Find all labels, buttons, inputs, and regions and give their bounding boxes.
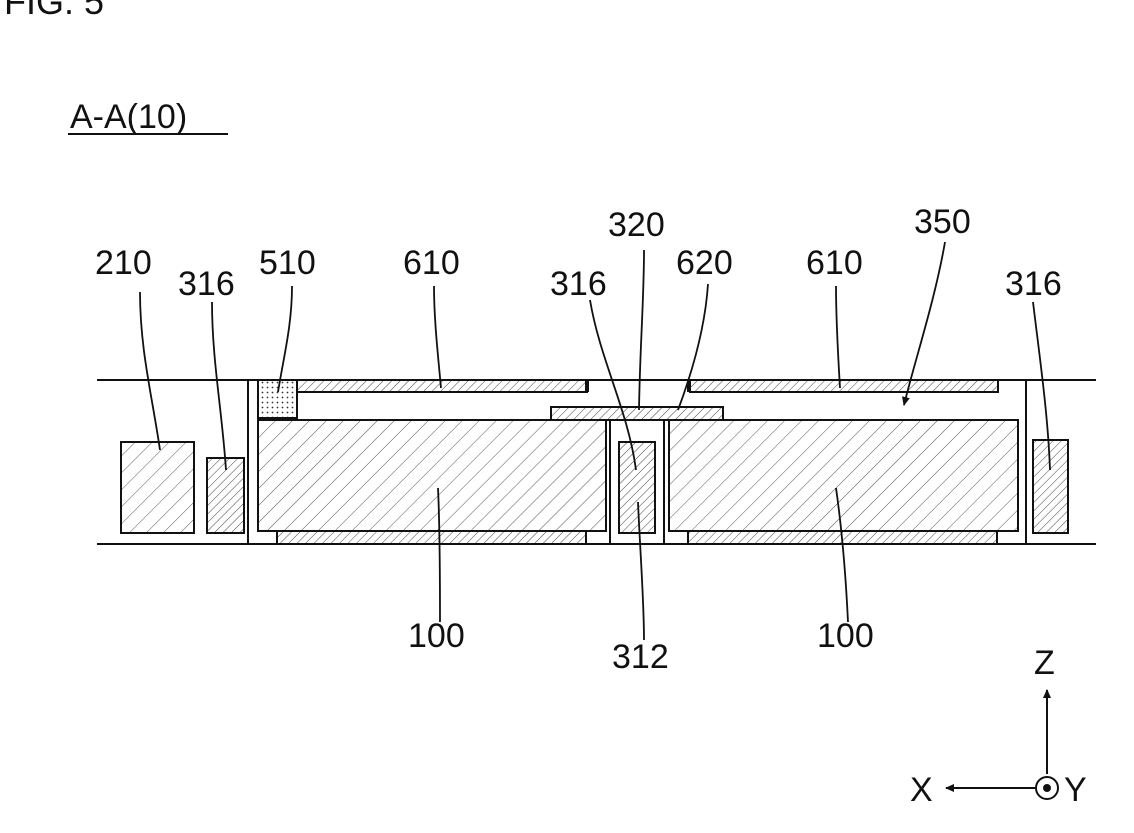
label-210: 210 xyxy=(95,244,152,282)
plate-610-right xyxy=(690,380,998,392)
label-320: 320 xyxy=(608,206,665,244)
label-610-left: 610 xyxy=(403,244,460,282)
component-316-right xyxy=(1033,440,1068,533)
leader-316-left xyxy=(212,302,226,470)
leader-610-right xyxy=(836,286,840,388)
leader-510 xyxy=(278,286,292,392)
axis-label-y: Y xyxy=(1064,771,1087,809)
axis-indicator: Z X Y xyxy=(910,644,1087,809)
label-316-right: 316 xyxy=(1005,265,1062,303)
label-316-left: 316 xyxy=(178,265,235,303)
axis-label-z: Z xyxy=(1034,644,1055,682)
lower-strip-left xyxy=(277,531,586,544)
block-100-left xyxy=(258,420,606,531)
leader-610-left xyxy=(434,286,441,388)
leader-210 xyxy=(140,292,160,450)
component-316-center xyxy=(619,442,655,533)
axis-label-x: X xyxy=(910,771,933,809)
component-510 xyxy=(258,380,297,418)
leader-320 xyxy=(639,250,644,410)
label-350: 350 xyxy=(914,203,971,241)
figure-header: FIG. 5 xyxy=(4,0,104,22)
label-620: 620 xyxy=(676,244,733,282)
bridge-620 xyxy=(551,407,723,420)
block-100-right xyxy=(669,420,1018,531)
label-100-left: 100 xyxy=(408,617,465,655)
component-210 xyxy=(121,442,194,533)
y-axis-dot-icon xyxy=(1043,784,1051,792)
label-100-right: 100 xyxy=(817,617,874,655)
label-510: 510 xyxy=(259,244,316,282)
label-312: 312 xyxy=(612,638,669,676)
label-316-center: 316 xyxy=(550,265,607,303)
label-610-right: 610 xyxy=(806,244,863,282)
section-label: A-A(10) xyxy=(70,98,187,136)
